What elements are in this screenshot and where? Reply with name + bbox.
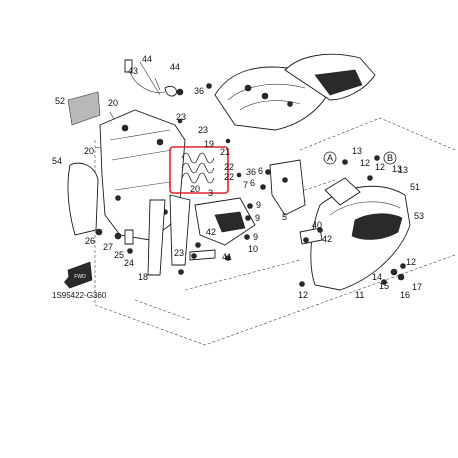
harness	[124, 59, 177, 97]
part-52	[67, 91, 101, 126]
ref-b-circle	[383, 151, 397, 165]
callout-27: 27	[103, 242, 113, 252]
callout-9: 9	[255, 213, 260, 223]
callout-23: 23	[176, 112, 186, 122]
fwd-label: FWD	[74, 274, 86, 280]
fasteners	[95, 83, 406, 287]
callout-20: 20	[190, 184, 200, 194]
callout-36: 36	[194, 86, 204, 96]
callouts: 44 43 44 36 52 20 20 23 23 19 21 22 22 2…	[52, 54, 424, 300]
callout-20: 20	[84, 146, 94, 156]
spring-assembly	[169, 146, 229, 194]
callout-53: 53	[414, 211, 424, 221]
ref-a-label: A	[327, 153, 333, 163]
upper-cowl	[214, 53, 376, 131]
callout-43: 43	[128, 66, 138, 76]
lower-bracket	[189, 197, 256, 261]
callout-13: 13	[398, 165, 408, 175]
mount-plate	[269, 159, 306, 216]
callout-42: 42	[206, 227, 216, 237]
callout-54: 54	[52, 156, 62, 166]
callout-7: 7	[243, 180, 248, 190]
callout-26: 26	[85, 236, 95, 246]
callout-17: 17	[412, 282, 422, 292]
callout-22: 22	[224, 172, 234, 182]
callout-19: 19	[204, 139, 214, 149]
callout-12: 12	[360, 158, 370, 168]
callout-15: 15	[379, 281, 389, 291]
callout-13: 13	[392, 164, 402, 174]
callout-23: 23	[174, 248, 184, 258]
callout-12: 12	[375, 162, 385, 172]
callout-36: 36	[246, 167, 256, 177]
callout-9: 9	[253, 232, 258, 242]
callout-3: 3	[208, 188, 213, 198]
callout-9: 9	[256, 200, 261, 210]
callout-16: 16	[400, 290, 410, 300]
callout-41: 41	[222, 252, 232, 262]
callout-23: 23	[198, 125, 208, 135]
callout-24: 24	[124, 258, 134, 268]
callout-14: 14	[372, 272, 382, 282]
callout-18: 18	[138, 272, 148, 282]
callout-25: 25	[114, 250, 124, 260]
callout-44: 44	[170, 62, 180, 72]
ref-a-circle	[323, 151, 337, 165]
reference-markers: A B	[323, 151, 397, 165]
callout-52: 52	[55, 96, 65, 106]
callout-12: 12	[298, 290, 308, 300]
part-54	[67, 162, 99, 236]
callout-11: 11	[355, 290, 364, 300]
side-cowl	[299, 177, 411, 291]
fwd-badge: FWD	[64, 261, 93, 289]
callout-13: 13	[352, 146, 362, 156]
callout-6: 6	[250, 178, 255, 188]
callout-44: 44	[142, 54, 152, 64]
ref-b-label: B	[387, 153, 393, 163]
figure-code: 1S95422-G360	[52, 291, 107, 300]
callout-40: 40	[312, 220, 322, 230]
callout-22: 22	[224, 162, 234, 172]
callout-6: 6	[258, 166, 263, 176]
highlight-box	[169, 146, 229, 194]
callout-5: 5	[282, 212, 287, 222]
part-18	[147, 194, 191, 276]
callout-21: 21	[220, 147, 230, 157]
callout-10: 10	[248, 244, 258, 254]
callout-20: 20	[108, 98, 118, 108]
callout-42: 42	[322, 234, 332, 244]
callout-12: 12	[406, 257, 416, 267]
callout-51: 51	[410, 182, 420, 192]
